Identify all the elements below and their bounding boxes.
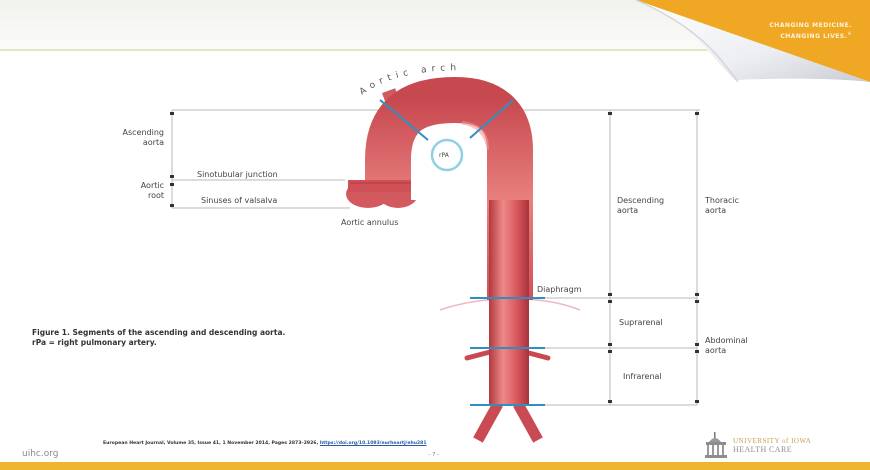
trademark: ®	[847, 31, 852, 36]
bracket-end-markers	[170, 112, 699, 403]
figure-caption: Figure 1. Segments of the ascending and …	[32, 328, 285, 348]
caption-line1: Figure 1. Segments of the ascending and …	[32, 328, 286, 337]
rpa-ring	[430, 138, 464, 172]
page-number: – 7 –	[428, 452, 440, 458]
caption-line2: rPa = right pulmonary artery.	[32, 338, 157, 347]
citation-doi-link[interactable]: https://doi.org/10.1093/eurheartj/ehu281	[319, 441, 427, 446]
sinuses-of-valsalva-label: Sinuses of valsalva	[201, 196, 278, 205]
tagline: CHANGING MEDICINE. CHANGING LIVES.®	[700, 22, 852, 41]
descending-aorta-label: Descending aorta	[617, 196, 665, 215]
old-capitol-icon	[705, 432, 727, 458]
citation: European Heart Journal, Volume 35, Issue…	[103, 441, 427, 446]
segment-marker-lines	[379, 99, 545, 406]
logo-line2: HEALTH CARE	[733, 445, 792, 454]
aortic-annulus-label: Aortic annulus	[341, 218, 399, 227]
infrarenal-label: Infrarenal	[623, 372, 662, 381]
ascending-aorta-label: Ascending aorta	[122, 128, 164, 147]
page-curl-corner-graphic	[635, 0, 870, 83]
rpa-label: rPA	[439, 152, 449, 159]
diaphragm-label: Diaphragm	[537, 285, 582, 294]
university-logo: UNIVERSITY of IOWA HEALTH CARE	[703, 430, 853, 460]
bottom-accent-bar	[0, 462, 870, 470]
logo-line1: UNIVERSITY of IOWA	[733, 437, 812, 445]
abdominal-aorta-label: Abdominal aorta	[705, 336, 748, 355]
suprarenal-label: Suprarenal	[619, 318, 663, 327]
tagline-line1: CHANGING MEDICINE.	[769, 22, 852, 29]
site-url[interactable]: uihc.org	[22, 449, 59, 459]
aortic-root-label: Aortic root	[140, 181, 164, 200]
citation-text: European Heart Journal, Volume 35, Issue…	[103, 441, 320, 446]
thoracic-aorta-label: Thoracic aorta	[705, 196, 740, 215]
title-divider	[0, 49, 740, 51]
tagline-line2: CHANGING LIVES.	[780, 33, 848, 40]
sinotubular-junction-label: Sinotubular junction	[197, 170, 278, 179]
